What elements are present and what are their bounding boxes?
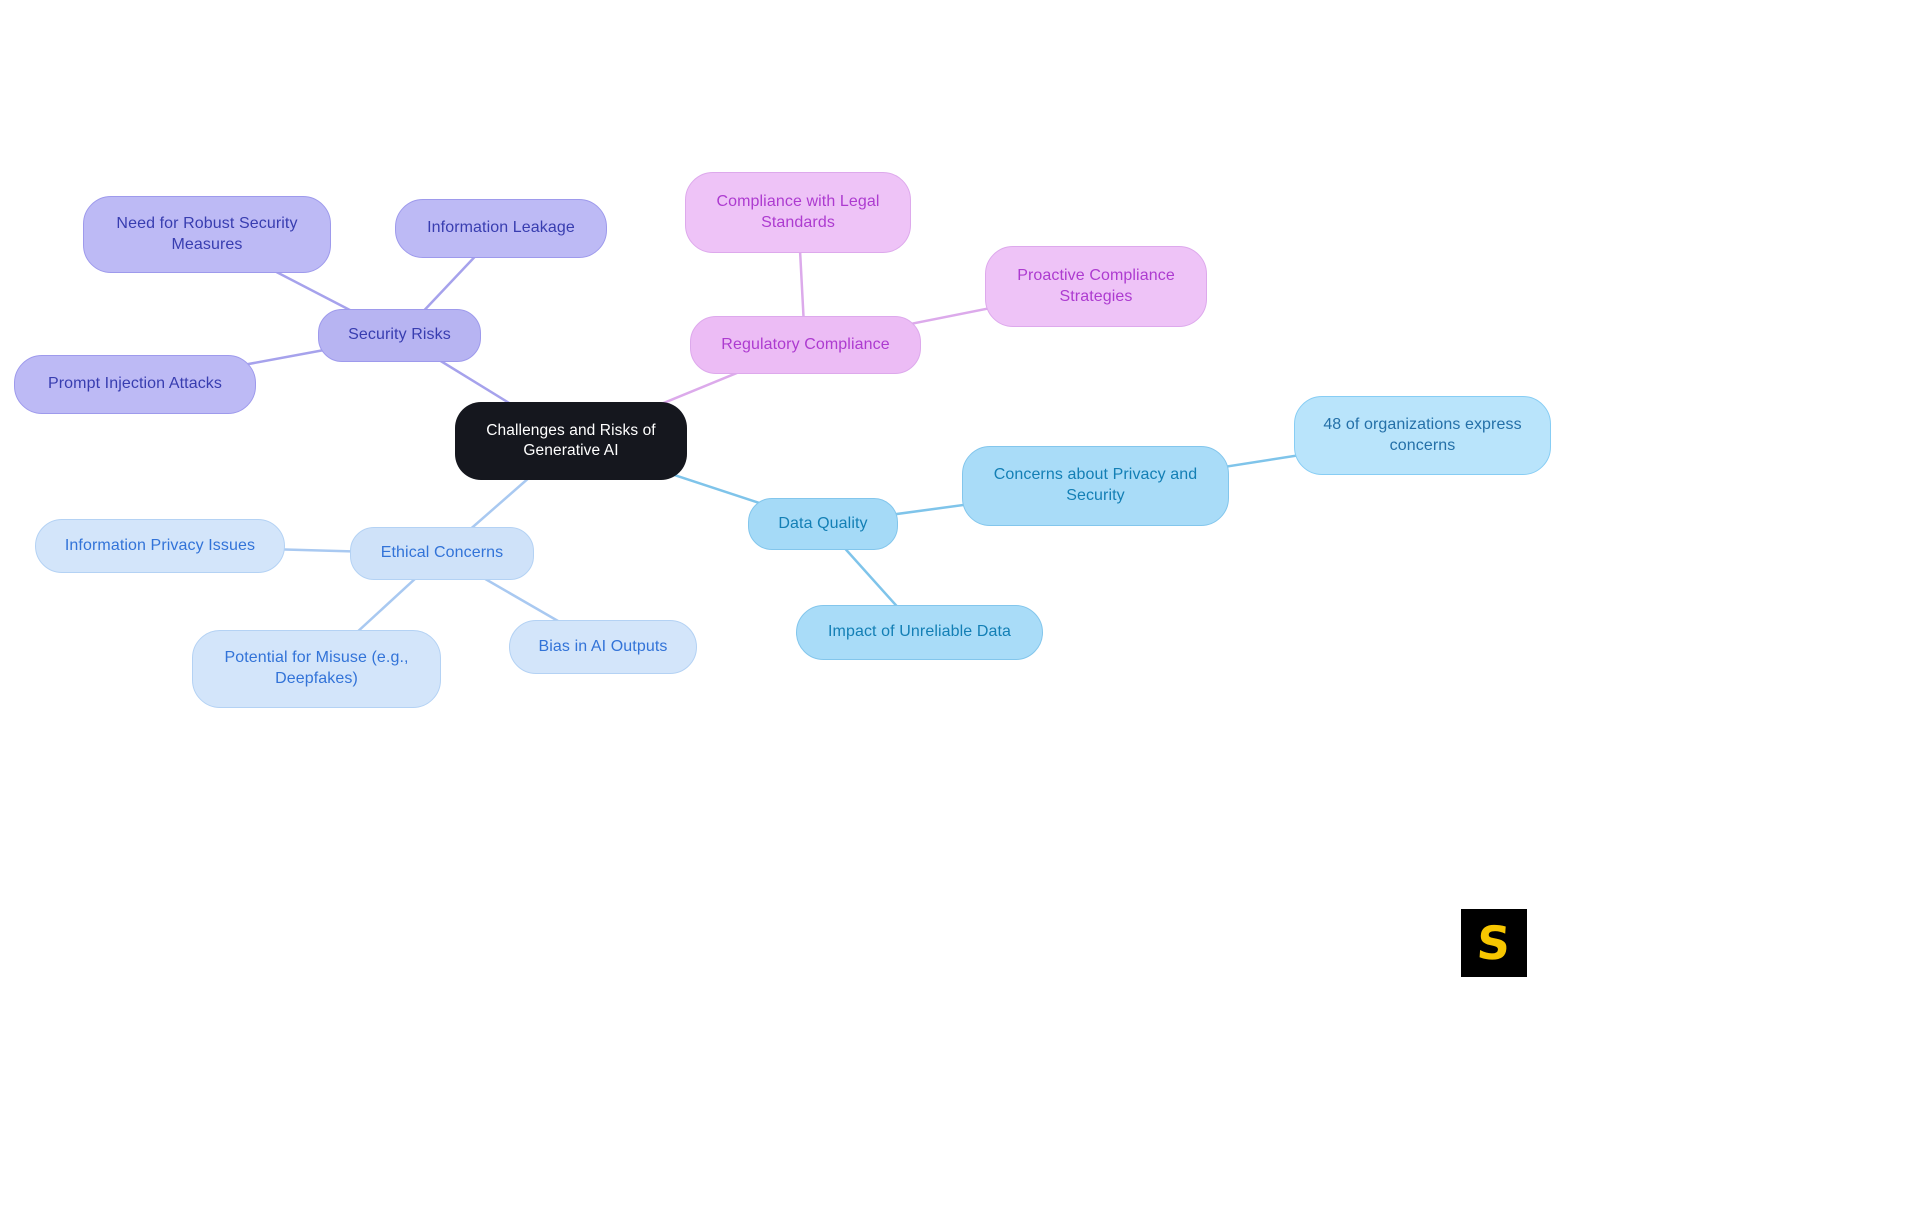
node-data-quality: Data Quality bbox=[748, 498, 898, 550]
node-security-risks: Security Risks bbox=[318, 309, 481, 362]
node-information-leakage: Information Leakage bbox=[395, 199, 607, 258]
node-potential-misuse-deepfakes: Potential for Misuse (e.g., Deepfakes) bbox=[192, 630, 441, 708]
node-compliance-legal-standards: Compliance with Legal Standards bbox=[685, 172, 911, 253]
node-impact-unreliable-data: Impact of Unreliable Data bbox=[796, 605, 1043, 660]
node-bias-ai-outputs: Bias in AI Outputs bbox=[509, 620, 697, 674]
node-ethical-concerns: Ethical Concerns bbox=[350, 527, 534, 580]
node-information-privacy-issues: Information Privacy Issues bbox=[35, 519, 285, 573]
node-privacy-security-concerns: Concerns about Privacy and Security bbox=[962, 446, 1229, 526]
node-proactive-compliance: Proactive Compliance Strategies bbox=[985, 246, 1207, 327]
brand-logo: S bbox=[1461, 909, 1527, 977]
node-prompt-injection-attacks: Prompt Injection Attacks bbox=[14, 355, 256, 414]
node-regulatory-compliance: Regulatory Compliance bbox=[690, 316, 921, 374]
node-orgs-express-concerns: 48 of organizations express concerns bbox=[1294, 396, 1551, 475]
brand-logo-letter: S bbox=[1475, 916, 1513, 970]
node-central-topic: Challenges and Risks of Generative AI bbox=[455, 402, 687, 480]
node-need-robust-security: Need for Robust Security Measures bbox=[83, 196, 331, 273]
